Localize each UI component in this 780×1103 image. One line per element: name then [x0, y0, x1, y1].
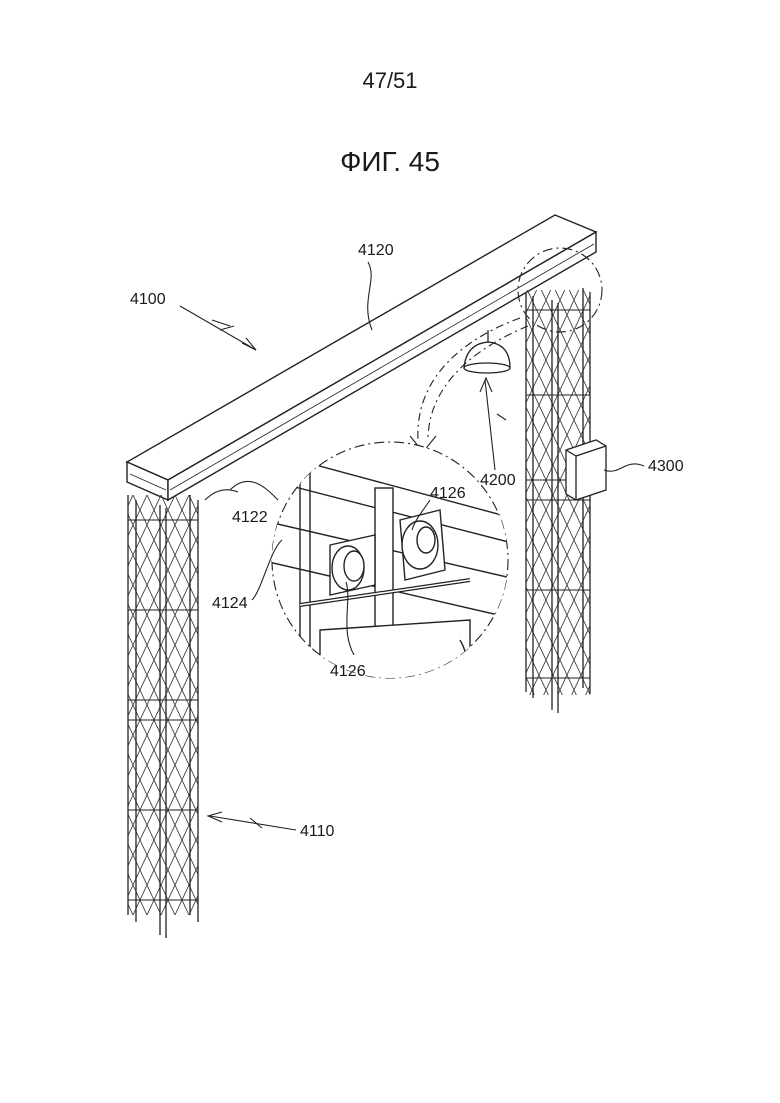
label-4300: 4300: [648, 458, 684, 475]
right-column: [526, 288, 590, 713]
control-box: [566, 440, 606, 500]
label-4120: 4120: [358, 242, 394, 259]
label-4122: 4122: [232, 509, 268, 526]
lamp: [464, 330, 510, 373]
label-4124: 4124: [212, 595, 248, 612]
label-4100: 4100: [130, 291, 166, 308]
label-4200: 4200: [480, 472, 516, 489]
left-column: [128, 495, 198, 938]
label-4110: 4110: [300, 823, 335, 840]
label-4126-lower: 4126: [330, 663, 366, 680]
label-4126-upper: 4126: [430, 485, 466, 502]
